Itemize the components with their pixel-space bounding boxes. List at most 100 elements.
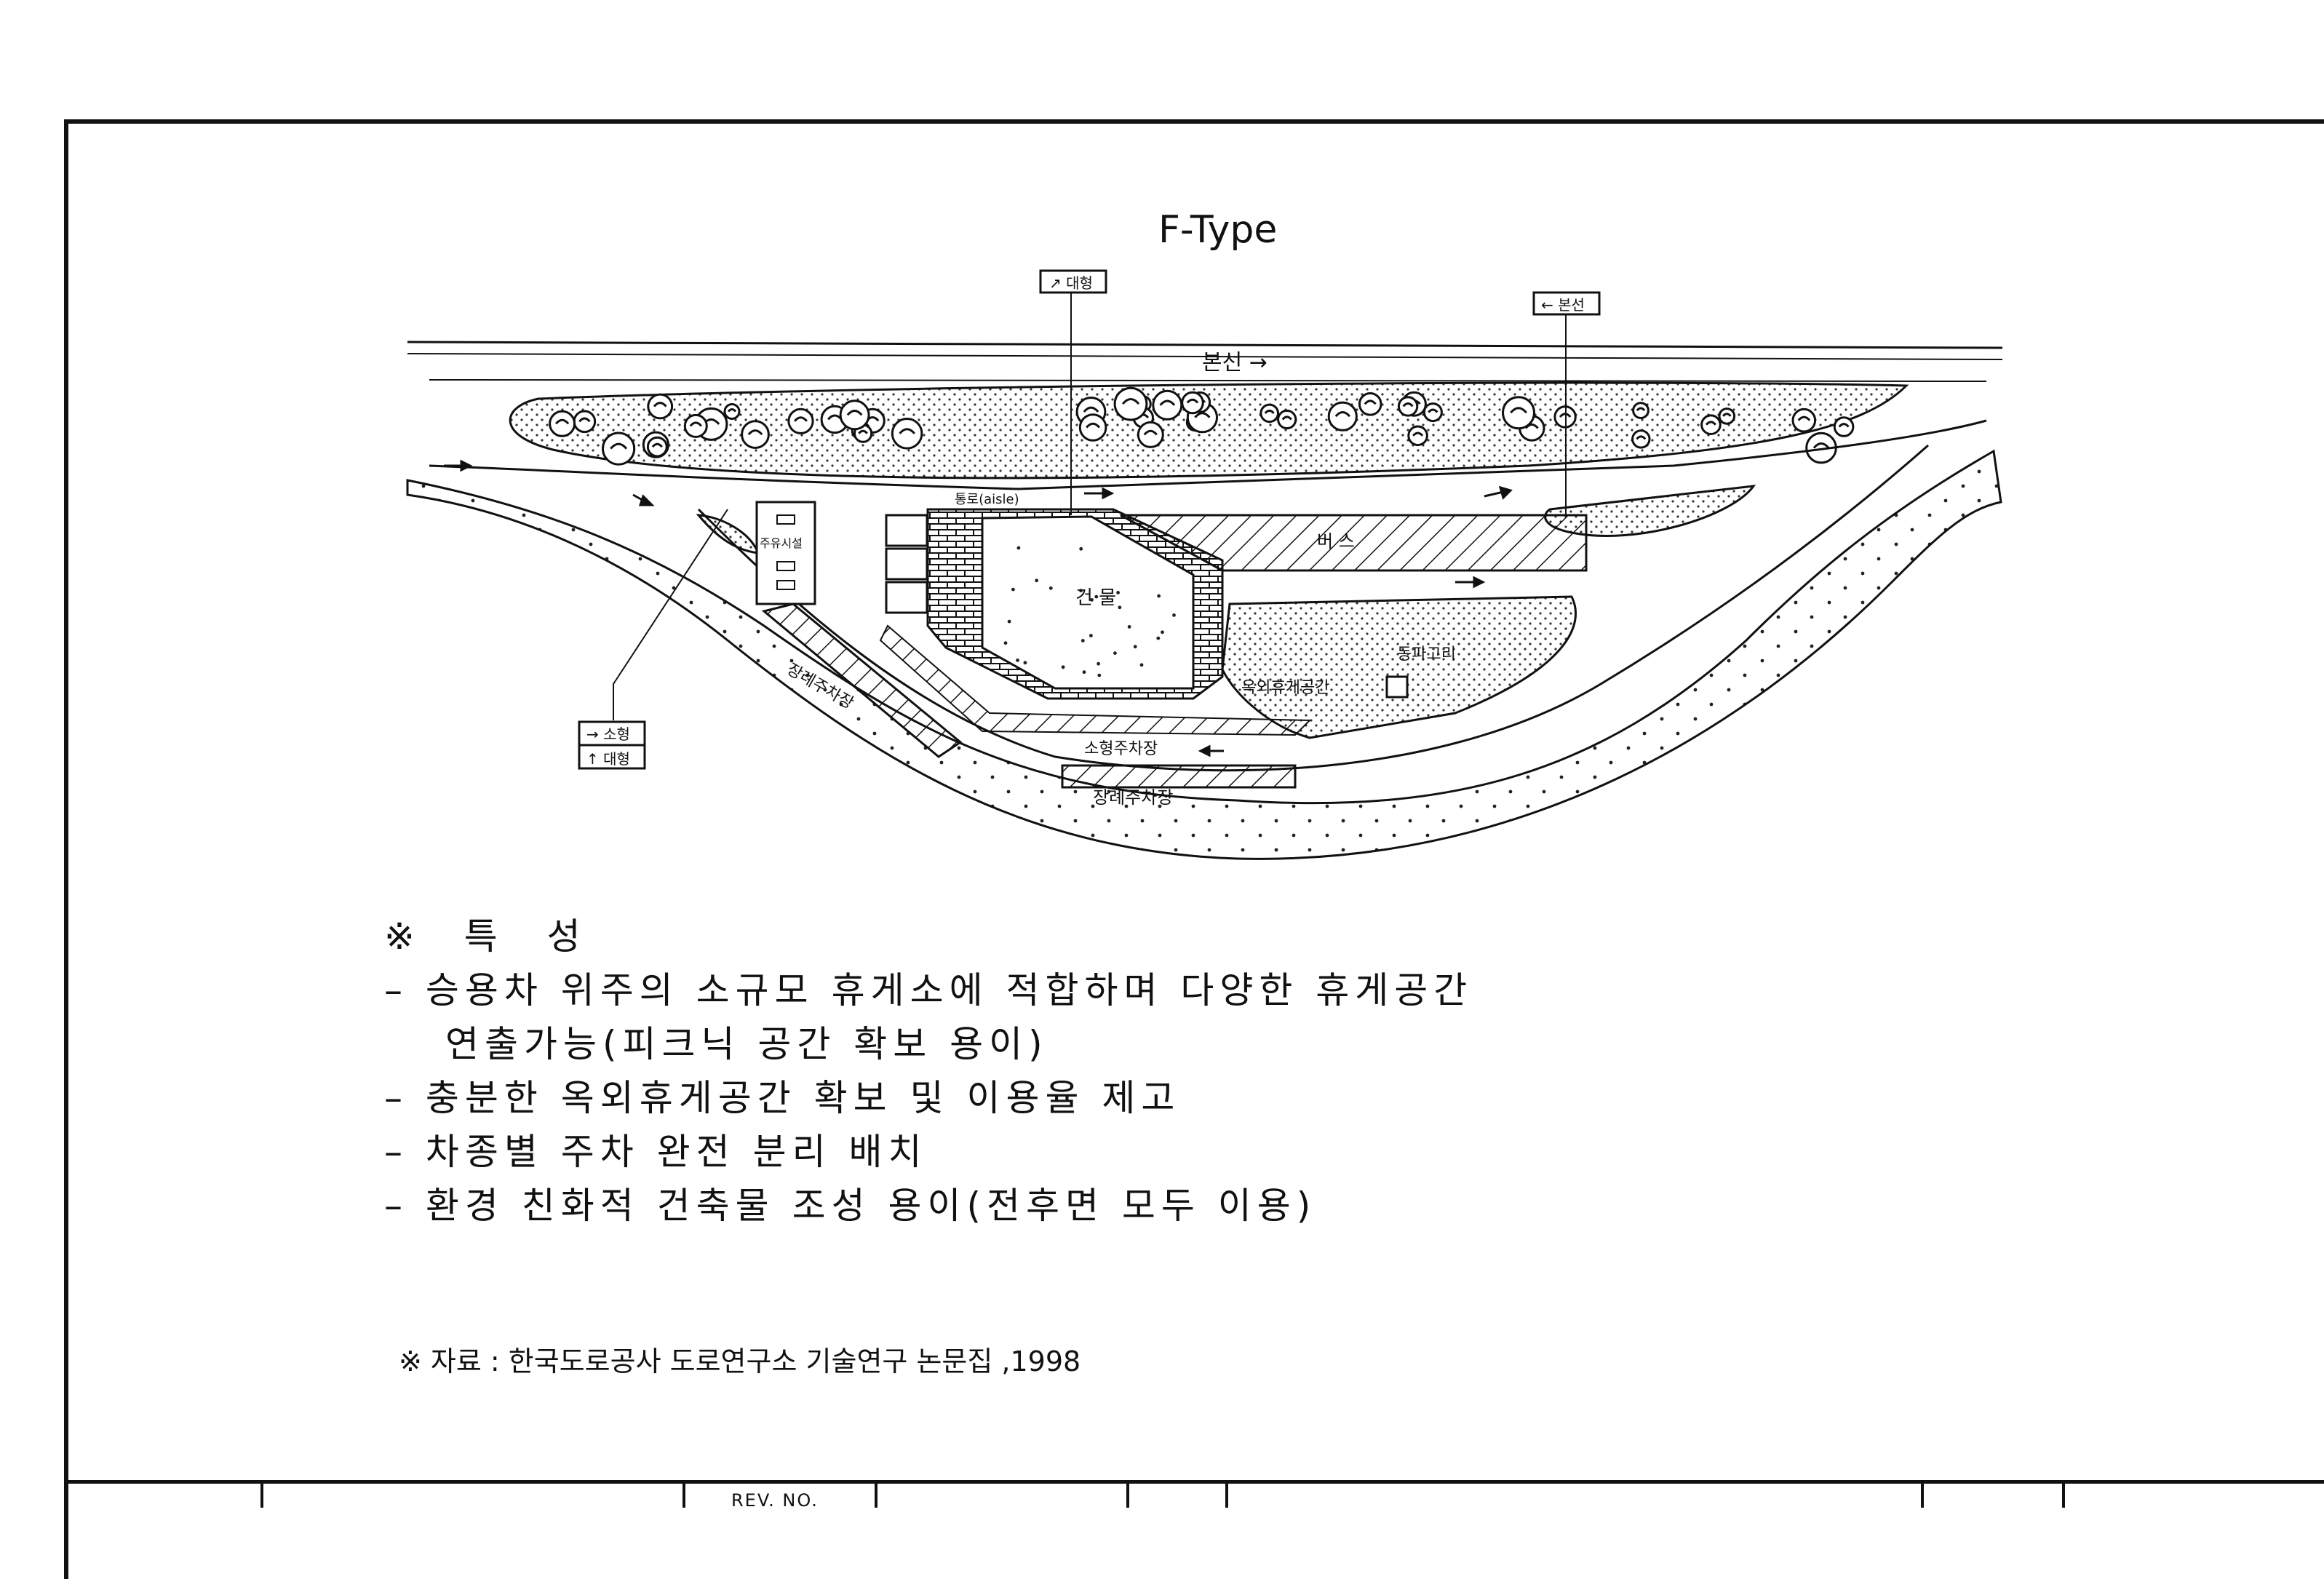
building-texture-dot (1116, 591, 1120, 594)
tree-symbol-detail (1186, 398, 1199, 404)
tree-symbol-detail (858, 429, 868, 434)
tree-symbol-detail (610, 442, 628, 450)
tree-symbol-detail (653, 402, 667, 407)
tree-symbol (683, 413, 708, 438)
tree-symbol (1791, 407, 1817, 433)
building-texture-dot (1139, 663, 1144, 667)
building-texture-dot (1061, 665, 1065, 669)
tree-symbol-detail (1636, 407, 1646, 412)
tree-symbol (1260, 403, 1279, 423)
tree-symbol-detail (1838, 423, 1850, 428)
building-texture-dot (1157, 594, 1161, 598)
tree-symbol (602, 431, 636, 466)
tree-symbol-detail (1636, 435, 1647, 440)
tree-symbol (1327, 401, 1358, 431)
features-heading: ※ 특 성 (384, 915, 600, 958)
tree-symbol (1078, 413, 1107, 442)
tree-symbol (1631, 429, 1651, 449)
feature-item: – 충분한 옥외휴게공간 확보 및 이용율 제고 (384, 1077, 1181, 1119)
tree-symbol-detail (554, 418, 570, 425)
diagram-title: F-Type (1158, 208, 1278, 252)
building-texture-dot (1035, 578, 1039, 583)
building-texture-dot (1082, 670, 1086, 675)
tree-symbol (1700, 414, 1722, 436)
drawing-frame (64, 119, 2324, 1579)
long-term-parking-left (761, 602, 963, 758)
aisle-label: 통로(aisle) (955, 492, 1019, 507)
building-texture-dot (1161, 630, 1164, 635)
outdoor-rest-space (1221, 595, 1577, 739)
tree-symbol (1833, 416, 1855, 437)
tree-symbol-detail (899, 428, 915, 434)
building-texture-dot (1127, 625, 1131, 629)
feature-item: – 환경 친화적 건축물 조성 용이(전후면 모두 이용) (384, 1185, 1317, 1227)
building-texture-dot (1118, 605, 1122, 610)
title-block (64, 1480, 2324, 1511)
tree-symbol (1113, 386, 1148, 421)
title-block-divider (875, 1480, 878, 1508)
gas-station-label: 주유시설 (760, 536, 803, 550)
rev-no-label: REV. NO. (731, 1490, 819, 1511)
tree-symbol (573, 410, 597, 434)
tree-symbol-detail (1083, 406, 1099, 413)
tree-symbol (1632, 402, 1650, 419)
tag-large-in: ↗ 대형 (1049, 274, 1093, 292)
small-car-parking (879, 624, 1312, 736)
building-texture-dot (1097, 661, 1100, 666)
ramp-road-edge (429, 419, 1987, 490)
small-parking-label: 소형주차장 (1084, 740, 1158, 758)
bus-label: 버 스 (1317, 531, 1355, 552)
tree-symbol-detail (1143, 429, 1158, 436)
building-texture-dot (1094, 594, 1099, 599)
building-label: 건 물 (1075, 587, 1116, 609)
tree-symbol (1137, 421, 1164, 448)
building-texture-dot (1156, 636, 1161, 640)
tree-symbol (1181, 391, 1204, 415)
bus-parking (1120, 514, 1588, 572)
feature-item: 연출가능(피크닉 공간 확보 용이) (445, 1023, 1048, 1065)
tree-symbol (1718, 407, 1736, 425)
main-line-label: 본선 → (1202, 350, 1268, 375)
title-block-divider (1921, 1480, 1924, 1508)
tree-symbol (839, 399, 870, 431)
rest-area-site-plan: ↗ 대형 ← 본선 → 소형 ↑ 대형 본선 → 통로(aisle) 주유시설 … (406, 269, 2003, 860)
tree-symbol-detail (1797, 415, 1811, 421)
tree-symbol-detail (1705, 421, 1716, 426)
tree-symbol-detail (1364, 399, 1377, 405)
building-texture-dot (1172, 613, 1176, 617)
tree-symbol (891, 418, 923, 450)
tree-symbol-detail (727, 408, 737, 413)
tag-small-car: → 소형 (586, 725, 630, 743)
tree-symbol (1152, 389, 1183, 421)
tree-symbol (647, 393, 674, 420)
title-block-divider (2062, 1480, 2065, 1508)
tag-main-line: ← 본선 (1541, 296, 1585, 314)
long-term-parking-bottom (1061, 764, 1297, 789)
tree-symbol-detail (578, 417, 591, 423)
tree-symbol (646, 436, 668, 458)
building-texture-dot (1003, 641, 1008, 645)
features-block: ※ 특 성 – 승용차 위주의 소규모 휴게소에 적합하며 다양한 휴게공간 연… (384, 910, 1473, 1233)
tree-symbol (787, 407, 814, 434)
title-block-divider (260, 1480, 263, 1508)
building (981, 515, 1195, 690)
tree-symbol-detail (846, 409, 863, 416)
feature-item: – 승용차 위주의 소규모 휴게소에 적합하며 다양한 휴게공간 (384, 969, 1473, 1011)
building-texture-dot (1081, 639, 1085, 643)
building-texture-dot (1133, 645, 1137, 649)
tree-symbol-detail (1281, 415, 1292, 421)
building-texture-dot (1048, 586, 1053, 590)
tree-symbol-detail (747, 429, 763, 436)
tree-symbol-detail (1159, 399, 1176, 406)
tree-symbol-detail (1121, 398, 1140, 405)
tree-symbol (1277, 409, 1297, 430)
building-texture-dot (1079, 546, 1083, 551)
building-texture-dot (1011, 587, 1015, 592)
building-texture-dot (1023, 661, 1027, 665)
building-texture-dot (1089, 634, 1093, 637)
title-block-divider (1126, 1480, 1129, 1508)
tree-symbol-detail (1264, 409, 1275, 414)
tree-symbol (723, 403, 741, 420)
source-note: ※ 자료 : 한국도로공사 도로연구소 기술연구 논문집 ,1998 (399, 1345, 1081, 1377)
tree-symbol-detail (1402, 402, 1414, 407)
